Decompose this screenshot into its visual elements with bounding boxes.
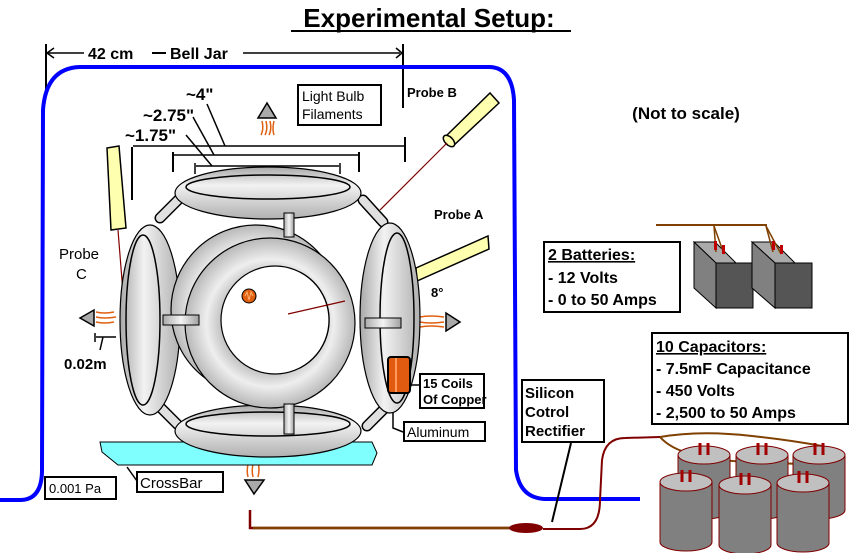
aluminum-label: Aluminum [407,424,469,440]
bell-jar-dimension: 42 cm Bell Jar [45,44,404,108]
filaments-label-line2: Filaments [302,106,363,122]
capacitor-icon [718,473,772,553]
left-ring [119,224,181,416]
torus-support-rods [162,212,402,435]
scr-label-box [521,379,605,443]
capacitors-spec-capacitance: - 7.5mF Capacitance [656,361,811,378]
probe-c-label-line1: Probe [59,246,99,263]
pressure-label-box [44,476,117,500]
bell-jar-outline [0,65,640,502]
batteries-spec-box [543,241,681,313]
battery-icon [692,225,754,310]
coils-label-box [419,373,485,409]
probe-gap-value: 0.02m [64,356,107,373]
capacitors-spec-volts: - 450 Volts [656,383,735,400]
filament-bottom-icon [243,460,266,496]
pressure-value: 0.001 Pa [49,481,102,496]
bell-jar-width: 42 cm [88,46,133,63]
capacitor-bus-wire [659,432,823,447]
probe-a-angle: 8° [431,285,443,300]
bell-jar-label: Bell Jar [170,46,228,63]
probe-c-label-line2: C [76,266,87,283]
probe-b [379,91,501,211]
dimension-inner: ~1.75" [125,126,176,145]
capacitors-spec-amps: - 2,500 to 50 Amps [656,405,796,422]
not-to-scale-note: (Not to scale) [632,104,740,123]
probe-a-label: Probe A [434,207,484,222]
capacitor-icon [776,471,830,553]
scr-label-line3: Rectifier [525,423,585,440]
copper-coil-icon [387,356,411,394]
battery-icon [750,225,813,310]
probe-gap-dimension: 0.02m [64,333,116,373]
batteries-spec-volts: - 12 Volts [548,270,618,287]
capacitor-icon [659,470,713,552]
filament-top-icon [256,101,278,136]
batteries-title: 2 Batteries: [548,247,635,264]
bottom-ring [174,404,362,458]
capacitors-spec-box [651,332,849,425]
aluminum-label-box [403,421,486,442]
coils-label-line1: 15 Coils [423,376,473,391]
coils-label-line2: Of Copper [423,392,487,407]
ring-dimensions: ~4" ~2.75" ~1.75" [125,85,406,200]
main-wire [248,436,661,533]
filament-right-icon [419,311,462,333]
probe-b-label: Probe B [407,85,457,100]
scr-label-line1: Silicon [525,385,574,402]
dimension-outer: ~4" [186,85,213,104]
center-probe-line [287,300,346,315]
dimension-middle: ~2.75" [143,106,194,125]
top-ring [174,166,362,220]
filament-left-icon [78,308,117,328]
center-filament-icon [241,288,257,304]
scr-label-line2: Cotrol [525,404,569,421]
scr-component [509,523,543,533]
filaments-label-box [297,84,382,126]
capacitor-bank [659,443,846,553]
batteries-spec-amps: - 0 to 50 Amps [548,292,657,309]
crossbar-label: CrossBar [140,475,203,492]
crossbar-label-box [136,471,224,493]
filaments-label-line1: Light Bulb [302,88,364,104]
page-title: Experimental Setup: [303,3,554,33]
central-torus [170,224,356,409]
capacitors-title: 10 Capacitors: [656,339,766,356]
